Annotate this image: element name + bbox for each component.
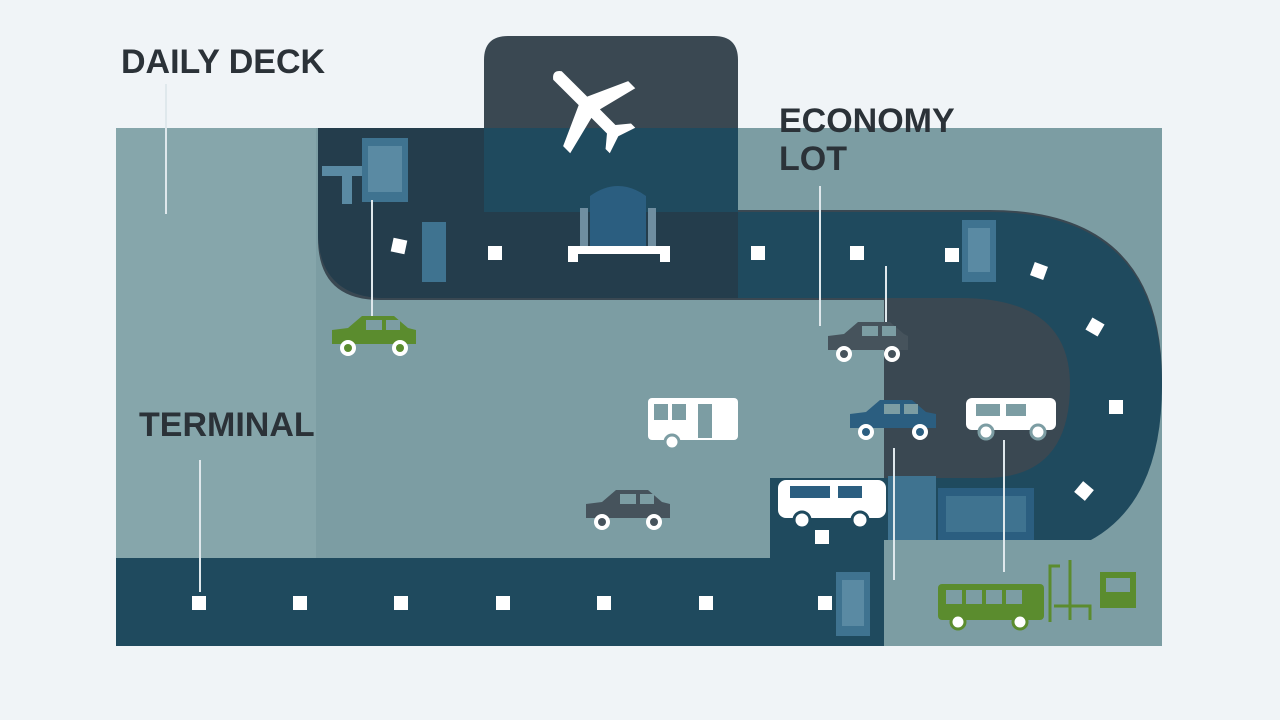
label-daily-deck: DAILY DECK bbox=[121, 43, 325, 81]
car-icon bbox=[828, 322, 908, 362]
shuttle-bus-icon bbox=[778, 480, 886, 530]
road-marker bbox=[945, 248, 959, 262]
road-marker bbox=[192, 596, 206, 610]
shuttle-bus-icon bbox=[648, 398, 738, 451]
road-marker bbox=[1030, 262, 1048, 280]
road-marker bbox=[597, 596, 611, 610]
parking-booth-icon bbox=[888, 476, 1034, 540]
parking-booth-icon bbox=[422, 222, 446, 282]
parking-booth-icon bbox=[322, 138, 408, 204]
road-marker bbox=[699, 596, 713, 610]
road-marker bbox=[818, 596, 832, 610]
label-terminal: TERMINAL bbox=[139, 406, 315, 444]
road-marker bbox=[1109, 400, 1123, 414]
road-marker bbox=[1085, 317, 1105, 337]
airplane-icon bbox=[553, 71, 636, 154]
shuttle-bus-icon bbox=[966, 398, 1056, 441]
car-icon bbox=[332, 316, 416, 356]
road-marker bbox=[488, 246, 502, 260]
road-marker bbox=[815, 530, 829, 544]
parking-booth-icon bbox=[836, 572, 870, 636]
label-economy-lot-line1: ECONOMY bbox=[779, 102, 955, 140]
road-marker bbox=[751, 246, 765, 260]
road-marker bbox=[390, 237, 408, 255]
label-economy-lot-line2: LOT bbox=[779, 140, 847, 178]
gate-icon bbox=[568, 186, 670, 262]
daily-deck-area bbox=[116, 128, 316, 558]
leader-lines bbox=[165, 84, 1005, 592]
shuttle-bus-icon bbox=[938, 584, 1044, 631]
road-marker bbox=[496, 596, 510, 610]
parking-booth-icon bbox=[962, 220, 996, 282]
road-marker bbox=[850, 246, 864, 260]
road-markers bbox=[192, 237, 1123, 610]
road-marker bbox=[394, 596, 408, 610]
fuel-pump-icon bbox=[1048, 560, 1136, 622]
road-marker bbox=[1074, 481, 1094, 501]
car-icon bbox=[586, 490, 670, 530]
road-marker bbox=[293, 596, 307, 610]
car-icon bbox=[850, 400, 936, 440]
